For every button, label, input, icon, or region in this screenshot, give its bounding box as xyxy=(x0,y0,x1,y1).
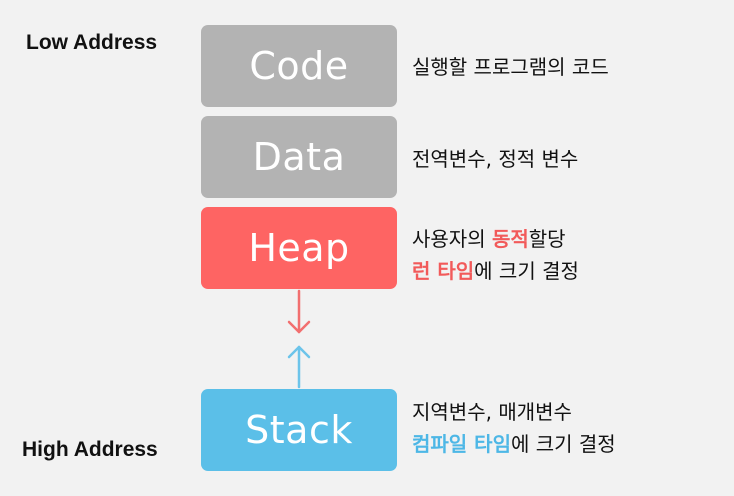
stack-description-line-1: 지역변수, 매개변수 xyxy=(412,400,572,424)
heap-description-line-2: 런 타임에 크기 결정 xyxy=(412,255,579,287)
heap-runtime-highlight: 런 타임 xyxy=(412,259,475,283)
stack-segment-block: Stack xyxy=(201,389,397,471)
low-address-label: Low Address xyxy=(26,31,158,54)
heap-segment-label: Heap xyxy=(248,226,350,270)
code-segment-label: Code xyxy=(249,44,349,88)
data-description-text: 전역변수, 정적 변수 xyxy=(412,147,579,171)
heap-line2-suffix: 에 크기 결정 xyxy=(474,259,579,283)
stack-description-line-2: 컴파일 타임에 크기 결정 xyxy=(412,428,616,460)
heap-line1-suffix: 할당 xyxy=(528,227,566,251)
code-description-text: 실행할 프로그램의 코드 xyxy=(412,55,609,79)
heap-segment-block: Heap xyxy=(201,207,397,289)
heap-description-line-1: 사용자의 동적할당 xyxy=(412,223,579,255)
stack-description: 지역변수, 매개변수 컴파일 타임에 크기 결정 xyxy=(412,396,616,460)
data-description: 전역변수, 정적 변수 xyxy=(412,143,578,175)
heap-description: 사용자의 동적할당 런 타임에 크기 결정 xyxy=(412,223,579,287)
heap-dynamic-highlight: 동적 xyxy=(491,227,529,251)
high-address-label: High Address xyxy=(22,438,158,461)
data-segment-label: Data xyxy=(252,135,346,179)
stack-segment-label: Stack xyxy=(245,408,353,452)
heap-line1-prefix: 사용자의 xyxy=(412,227,492,251)
arrow-down-icon xyxy=(287,289,311,334)
code-description: 실행할 프로그램의 코드 xyxy=(412,51,609,83)
stack-line2-suffix: 에 크기 결정 xyxy=(510,432,616,456)
arrow-up-icon xyxy=(287,345,311,389)
stack-compile-time-highlight: 컴파일 타임 xyxy=(412,432,511,456)
code-segment-block: Code xyxy=(201,25,397,107)
data-segment-block: Data xyxy=(201,116,397,198)
